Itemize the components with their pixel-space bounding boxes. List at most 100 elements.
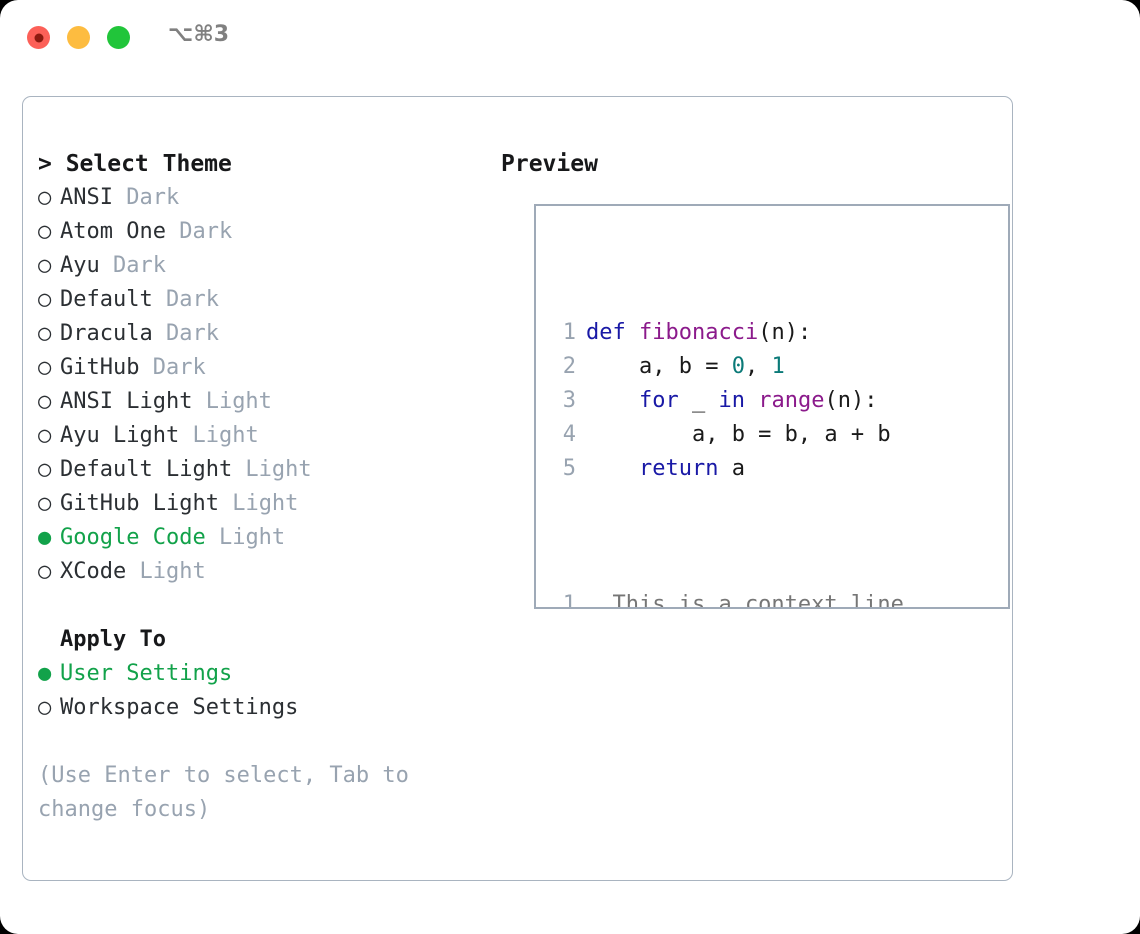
line-number: 5 bbox=[562, 456, 576, 481]
code-token-num: 0 bbox=[731, 354, 745, 379]
radio-unselected-icon: ○ bbox=[38, 389, 52, 414]
code-line: 3 for _ in range(n): bbox=[552, 384, 917, 418]
theme-option-label: Default Light bbox=[60, 457, 233, 482]
main-panel: > Select Theme ○ANSI Dark○Atom One Dark○… bbox=[22, 96, 1013, 881]
radio-unselected-icon: ○ bbox=[38, 423, 52, 448]
theme-category-label: Light bbox=[126, 559, 206, 584]
radio-unselected-icon: ○ bbox=[38, 219, 52, 244]
radio-selected-icon: ● bbox=[38, 661, 52, 686]
theme-option-ayu-light[interactable]: ○Ayu Light Light bbox=[38, 419, 468, 453]
diff-line-text: This is a context line. bbox=[586, 592, 918, 609]
theme-picker-column: > Select Theme ○ANSI Dark○Atom One Dark○… bbox=[38, 147, 468, 827]
keyboard-hint-text: (Use Enter to select, Tab to change focu… bbox=[38, 763, 423, 822]
theme-option-atom-one[interactable]: ○ Atom One Dark bbox=[38, 215, 468, 249]
code-token-kw: def bbox=[586, 320, 639, 345]
theme-category-label: Dark bbox=[152, 287, 219, 312]
theme-option-label: Atom One bbox=[60, 219, 166, 244]
line-number: 4 bbox=[562, 422, 576, 447]
theme-option-label: ANSI Light bbox=[60, 389, 193, 414]
theme-category-label: Light bbox=[205, 525, 286, 550]
theme-option-dracula[interactable]: ○ Dracula Dark bbox=[38, 317, 468, 351]
code-token-kw: in bbox=[718, 388, 745, 413]
theme-option-xcode[interactable]: ○ XCode Light bbox=[38, 555, 468, 589]
line-number: 1 bbox=[562, 320, 576, 345]
code-token-txt: , bbox=[744, 354, 772, 379]
radio-unselected-icon: ○ bbox=[38, 287, 52, 312]
theme-category-label: Dark bbox=[165, 219, 233, 244]
theme-category-label: Light bbox=[232, 457, 312, 482]
code-token-fn: range bbox=[758, 388, 825, 413]
code-token-txt: a, b = b, a + b bbox=[586, 422, 891, 447]
code-token-txt bbox=[586, 388, 639, 413]
apply-to-heading: Apply To bbox=[60, 627, 166, 652]
maximize-window-button[interactable] bbox=[107, 26, 130, 49]
traffic-lights bbox=[27, 26, 130, 49]
hint-spacer bbox=[38, 725, 468, 759]
theme-category-label: Dark bbox=[112, 185, 180, 210]
code-line: 5 return a bbox=[552, 452, 917, 486]
radio-unselected-icon: ○ bbox=[38, 321, 52, 346]
apply-to-option-workspace-settings[interactable]: ○Workspace Settings bbox=[38, 691, 468, 725]
code-token-txt: _ bbox=[678, 388, 719, 413]
code-token-txt: a bbox=[718, 456, 745, 481]
preview-heading: Preview bbox=[501, 151, 598, 177]
code-token-kw: for bbox=[638, 388, 679, 413]
radio-selected-icon: ● bbox=[38, 525, 52, 550]
theme-list[interactable]: ○ANSI Dark○Atom One Dark○Ayu Dark○Defaul… bbox=[38, 181, 468, 589]
radio-unselected-icon: ○ bbox=[38, 491, 52, 516]
theme-category-label: Light bbox=[218, 491, 299, 516]
code-token-txt: (n): bbox=[758, 320, 812, 345]
code-token-txt: (n): bbox=[824, 388, 878, 413]
code-token-txt: a, b = bbox=[586, 354, 732, 379]
theme-option-default-light[interactable]: ○ Default Light Light bbox=[38, 453, 468, 487]
theme-option-github-light[interactable]: ○ GitHub Light Light bbox=[38, 487, 468, 521]
radio-unselected-icon: ○ bbox=[38, 559, 52, 584]
code-token-fn: fibonacci bbox=[638, 320, 759, 345]
code-token-txt bbox=[745, 388, 758, 413]
code-token-txt bbox=[586, 456, 639, 481]
apply-to-option-user-settings[interactable]: ● User Settings bbox=[38, 657, 468, 691]
minimize-window-button[interactable] bbox=[67, 26, 90, 49]
list-spacer bbox=[38, 589, 468, 623]
select-theme-heading: > Select Theme bbox=[38, 151, 232, 177]
theme-option-google-code[interactable]: ● Google Code Light bbox=[38, 521, 468, 555]
title-bar: ⌥⌘3 bbox=[0, 0, 1140, 78]
apply-to-list[interactable]: ● User Settings ○Workspace Settings bbox=[38, 657, 468, 725]
theme-category-label: Dark bbox=[152, 321, 219, 346]
theme-option-label: GitHub bbox=[60, 355, 140, 380]
theme-option-label: Ayu bbox=[60, 253, 100, 278]
code-line: 2 a, b = 0, 1 bbox=[552, 350, 917, 384]
theme-category-label: Light bbox=[192, 389, 272, 414]
code-token-kw: return bbox=[638, 456, 719, 481]
theme-category-label: Dark bbox=[139, 355, 206, 380]
keyboard-shortcut-label: ⌥⌘3 bbox=[168, 22, 230, 47]
code-token-num: 1 bbox=[771, 354, 785, 379]
theme-option-label: ANSI bbox=[60, 185, 113, 210]
theme-option-label: Google Code bbox=[60, 525, 206, 550]
theme-option-github[interactable]: ○ GitHub Dark bbox=[38, 351, 468, 385]
theme-option-ansi-light[interactable]: ○ ANSI Light Light bbox=[38, 385, 468, 419]
radio-unselected-icon: ○ bbox=[38, 695, 52, 720]
line-number: 3 bbox=[562, 388, 576, 413]
radio-unselected-icon: ○ bbox=[38, 185, 52, 210]
theme-option-label: GitHub Light bbox=[60, 491, 219, 516]
diff-line-ctx: 1 This is a context line. bbox=[552, 588, 918, 609]
radio-unselected-icon: ○ bbox=[38, 457, 52, 482]
theme-option-label: Ayu Light bbox=[60, 423, 180, 448]
close-window-button[interactable] bbox=[27, 26, 50, 49]
apply-to-option-label: User Settings bbox=[60, 661, 233, 686]
theme-option-ansi[interactable]: ○ ANSI Dark bbox=[38, 181, 468, 215]
diff-sample: 1 This is a context line.2- This line wa… bbox=[552, 588, 918, 609]
theme-option-label: Dracula bbox=[60, 321, 153, 346]
line-number: 1 bbox=[562, 592, 576, 609]
theme-option-label: XCode bbox=[60, 559, 127, 584]
line-number: 2 bbox=[562, 354, 576, 379]
theme-option-default[interactable]: ○Default Dark bbox=[38, 283, 468, 317]
theme-option-ayu[interactable]: ○Ayu Dark bbox=[38, 249, 468, 283]
radio-unselected-icon: ○ bbox=[38, 355, 52, 380]
